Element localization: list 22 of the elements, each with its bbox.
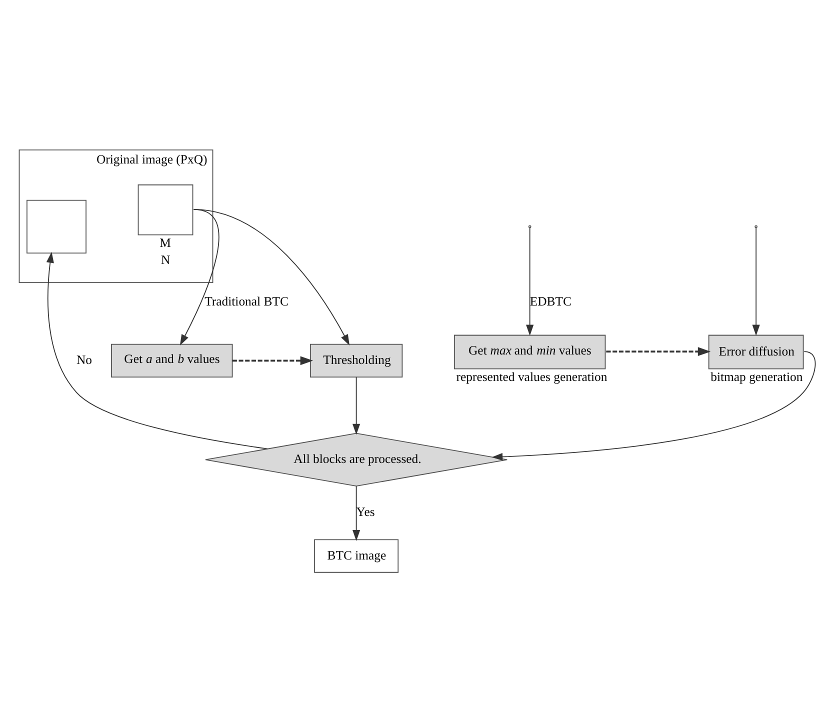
arrow [352, 485, 360, 540]
arrow [352, 376, 360, 434]
arrow [232, 356, 314, 365]
node-label: M [160, 235, 171, 250]
node-label: represented values generation [456, 369, 608, 384]
node-label: N [160, 252, 170, 267]
edge-label: EDBTC [530, 294, 572, 308]
arrow [752, 226, 760, 336]
node-box: Get a and b values [111, 343, 233, 377]
arrow [180, 208, 220, 345]
node-box: BTC image [314, 538, 399, 572]
arrow [526, 226, 534, 336]
node-box: Thresholding [310, 343, 403, 377]
node-box [26, 199, 86, 253]
arrow [492, 350, 816, 460]
node-diamond: All blocks are processed. [205, 432, 508, 486]
arrow [606, 346, 711, 356]
arrow [46, 251, 268, 449]
edge-label: No [76, 352, 92, 367]
arrow [193, 208, 350, 345]
node-label: bitmap generation [710, 369, 803, 384]
edge-label: Traditional BTC [204, 294, 288, 308]
